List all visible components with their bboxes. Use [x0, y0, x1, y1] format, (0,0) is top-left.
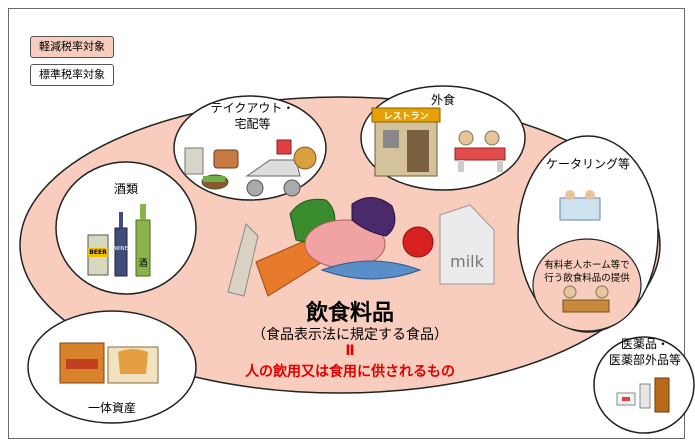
delivery-scooter-icon [245, 139, 317, 197]
medicine-label: 医薬品・ 医薬部外品等 [608, 337, 681, 367]
center-title: 飲食料品 [305, 301, 394, 326]
equals-mark: Ⅱ [345, 343, 355, 359]
alcohol-bottles-icon [87, 204, 151, 277]
legend-reduced-tax: 軽減税率対象 [30, 36, 114, 58]
nursing-home-meal-icon [562, 285, 610, 313]
diners-icon [454, 130, 506, 172]
takeout-food-icon [184, 147, 239, 190]
nursing-label: 有料老人ホーム等で 行う飲食料品の提供 [544, 260, 630, 284]
gift-box-icon [59, 342, 159, 384]
beer-label-text: BEER [89, 249, 107, 256]
bundled-label: 一体資産 [87, 401, 136, 415]
medicine-bottles-icon [616, 377, 670, 413]
restaurant-icon [371, 107, 441, 177]
sake-label-text: 酒 [138, 259, 148, 269]
center-definition: 人の飲用又は食用に供されるもの [245, 364, 455, 380]
eatout-label: 外食 [430, 93, 455, 107]
legend-standard-tax: 標準税率対象 [30, 64, 114, 86]
wine-label-text: WINE [114, 246, 128, 252]
food-assortment-icon [227, 197, 495, 297]
alcohol-label: 酒類 [113, 182, 138, 196]
catering-icon [559, 190, 601, 221]
takeout-label: テイクアウト・ 宅配等 [210, 101, 295, 131]
center-subtitle: （食品表示法に規定する食品） [252, 327, 448, 343]
milk-label-text: milk [450, 252, 484, 271]
restaurant-sign-text: レストラン [383, 112, 429, 122]
nursing-circle [532, 238, 642, 332]
catering-label: ケータリング等 [545, 157, 630, 171]
